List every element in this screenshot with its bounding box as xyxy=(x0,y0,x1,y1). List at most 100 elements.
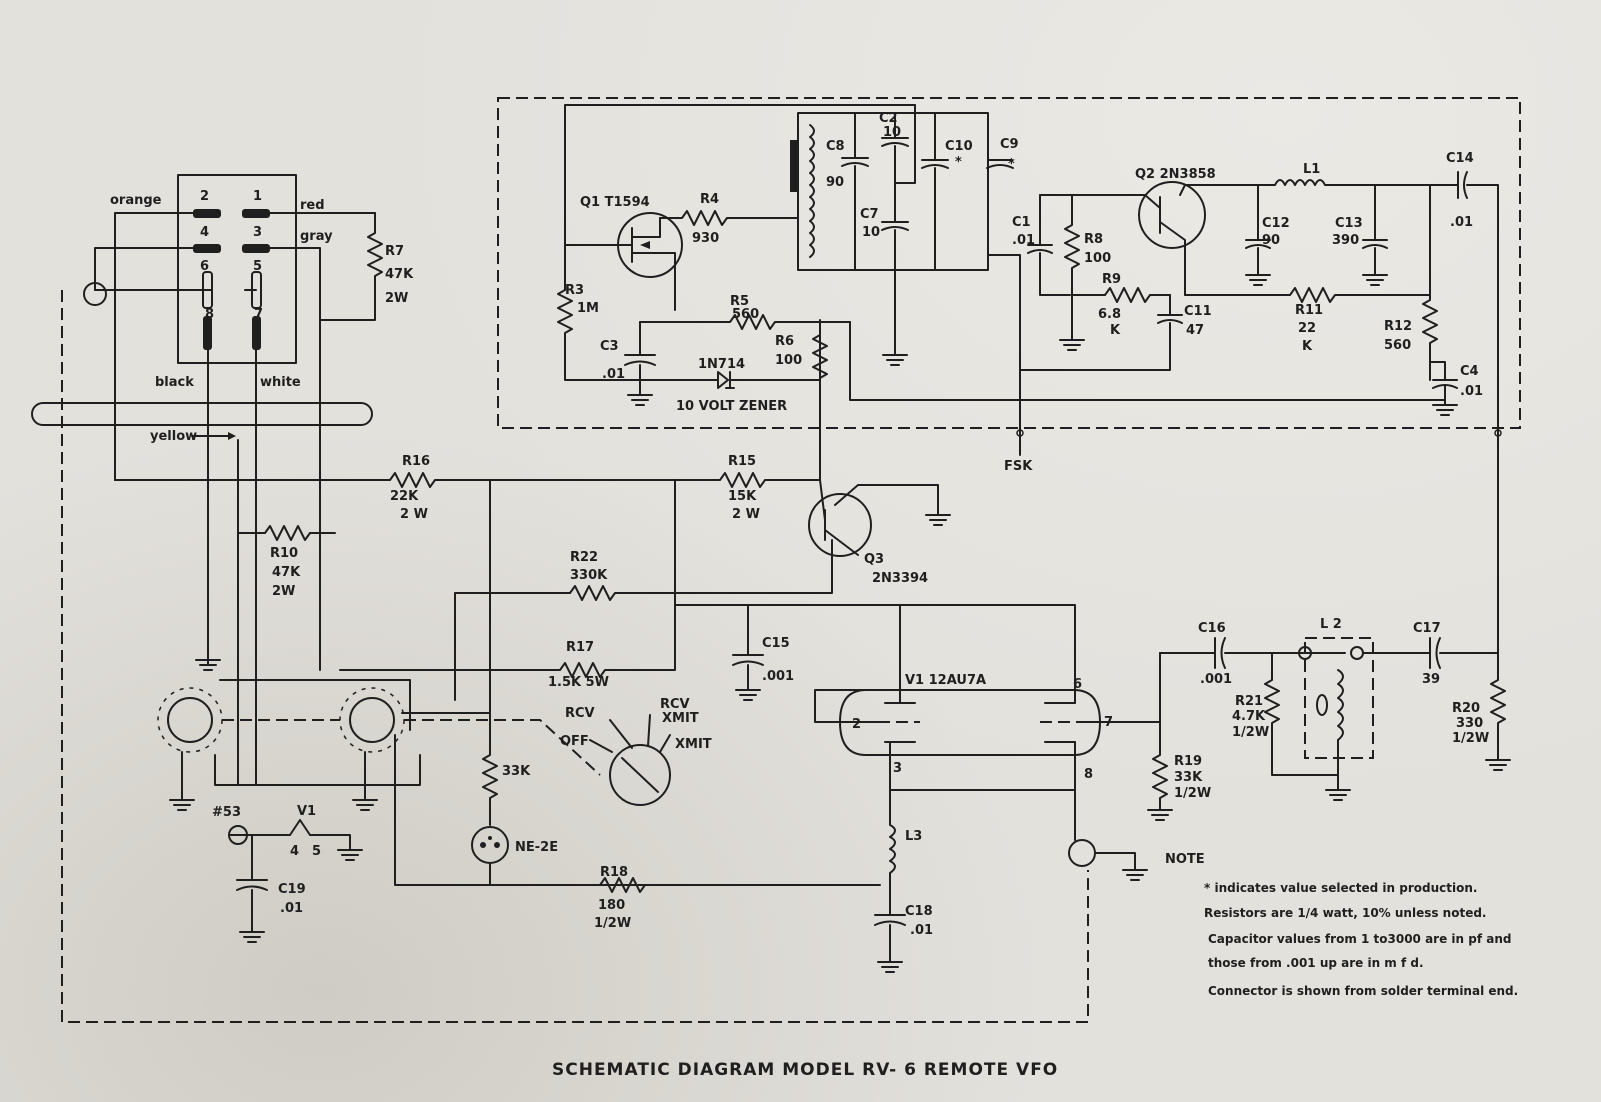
c3-label: C3 xyxy=(600,339,619,354)
c17-label: C17 xyxy=(1413,621,1441,636)
switch-off-label: OFF xyxy=(560,734,589,749)
wire-orange-label: orange xyxy=(110,193,162,208)
ne2e-lamp xyxy=(471,826,509,864)
note-line-1: * indicates value selected in production… xyxy=(1204,881,1477,895)
r19-power: 1/2W xyxy=(1174,786,1211,801)
c19-label: C19 xyxy=(278,882,306,897)
r9-label: R9 xyxy=(1102,272,1121,287)
fsk-label: FSK xyxy=(1004,459,1033,474)
r6-label: R6 xyxy=(775,334,794,349)
chassis-connector-ring xyxy=(83,282,107,306)
r10-label: R10 xyxy=(270,546,298,561)
v1-tube-label: V1 12AU7A xyxy=(905,673,986,688)
r20-value: 330 xyxy=(1456,716,1483,731)
chassis-enclosure xyxy=(61,290,1089,1023)
r10-power: 2W xyxy=(272,584,295,599)
r10-value: 47K xyxy=(272,565,301,580)
q2-label: Q2 2N3858 xyxy=(1135,167,1216,182)
l2-transformer xyxy=(1298,637,1374,801)
pin-6-label: 6 xyxy=(200,259,209,274)
svg-text:*: * xyxy=(1008,157,1015,172)
pin-3-label: 3 xyxy=(253,225,262,240)
c13-value: 390 xyxy=(1332,233,1359,248)
d1-label: 1N714 xyxy=(698,357,745,372)
wire-yellow-label: yellow xyxy=(150,429,197,444)
c2-value: 10 xyxy=(883,125,901,140)
r16-value: 22K xyxy=(390,489,419,504)
diagram-title: SCHEMATIC DIAGRAM MODEL RV- 6 REMOTE VFO xyxy=(552,1060,1058,1080)
notes-block: * indicates value selected in production… xyxy=(1204,881,1518,998)
r12-label: R12 xyxy=(1384,319,1412,334)
note-line-5: Connector is shown from solder terminal … xyxy=(1208,984,1518,998)
r22-label: R22 xyxy=(570,550,598,565)
r7-value: 47K xyxy=(385,267,414,282)
r4-label: R4 xyxy=(700,192,719,207)
r18-label: R18 xyxy=(600,865,628,880)
c11-label: C11 xyxy=(1184,304,1212,319)
c7-value: 10 xyxy=(862,225,880,240)
c14-label: C14 xyxy=(1446,151,1474,166)
c1-value: .01 xyxy=(1012,233,1035,248)
wire-red-label: red xyxy=(300,198,325,213)
l2-label: L 2 xyxy=(1320,617,1342,632)
c18-value: .01 xyxy=(910,923,933,938)
pin-5-label: 5 xyxy=(253,259,262,274)
r11-label: R11 xyxy=(1295,303,1323,318)
wire-black-label: black xyxy=(155,375,194,390)
function-switch[interactable] xyxy=(589,714,671,806)
filament-pin-4: 4 xyxy=(290,844,299,859)
c9-label: C9 xyxy=(1000,137,1019,152)
r15-label: R15 xyxy=(728,454,756,469)
c12-label: C12 xyxy=(1262,216,1290,231)
c8-label: C8 xyxy=(826,139,845,154)
output-jack xyxy=(1068,839,1096,867)
q3-transistor xyxy=(808,479,951,557)
svg-text:*: * xyxy=(955,155,962,170)
q3-label: Q3 xyxy=(864,552,884,567)
lamp-53-label: #53 xyxy=(212,805,241,820)
ne2e-label: NE-2E xyxy=(515,840,558,855)
r33k-value: 33K xyxy=(502,764,531,779)
q1-label: Q1 T1594 xyxy=(580,195,650,210)
c12-value: 90 xyxy=(1262,233,1280,248)
c15-label: C15 xyxy=(762,636,790,651)
c4-label: C4 xyxy=(1460,364,1479,379)
r12-value: 560 xyxy=(1384,338,1411,353)
c15-value: .001 xyxy=(762,669,794,684)
r9-unit: K xyxy=(1110,323,1121,338)
note-line-4: those from .001 up are in m f d. xyxy=(1208,956,1424,970)
cable-bundle xyxy=(31,402,373,426)
r9-value: 6.8 xyxy=(1098,307,1121,322)
r19-value: 33K xyxy=(1174,770,1203,785)
note-line-3: Capacitor values from 1 to3000 are in pf… xyxy=(1208,932,1511,946)
tube-pin-7: 7 xyxy=(1104,715,1113,730)
switch-wafer-left xyxy=(157,687,223,753)
r7-power: 2W xyxy=(385,291,408,306)
r6-value: 100 xyxy=(775,353,802,368)
oscillator-enclosure xyxy=(497,97,1521,429)
tube-pin-2: 2 xyxy=(852,717,861,732)
switch-rcv-xmit-label-2: XMIT xyxy=(662,711,699,726)
r17-label: R17 xyxy=(566,640,594,655)
filament-pin-5: 5 xyxy=(312,844,321,859)
wire-gray-label: gray xyxy=(300,229,333,244)
r19-label: R19 xyxy=(1174,754,1202,769)
r5-label: R5 xyxy=(730,294,749,309)
c16-value: .001 xyxy=(1200,672,1232,687)
r22-value: 330K xyxy=(570,568,608,583)
c18-label: C18 xyxy=(905,904,933,919)
r8-label: R8 xyxy=(1084,232,1103,247)
c2-label: C2 xyxy=(879,111,898,126)
c4-value: .01 xyxy=(1460,384,1483,399)
c10-label: C10 xyxy=(945,139,973,154)
r15-power: 2 W xyxy=(732,507,760,522)
r20-power: 1/2W xyxy=(1452,731,1489,746)
pin-4-label: 4 xyxy=(200,225,209,240)
r16-power: 2 W xyxy=(400,507,428,522)
wire-white-label: white xyxy=(260,375,301,390)
pin-8-label: 8 xyxy=(205,307,214,322)
note-line-2: Resistors are 1/4 watt, 10% unless noted… xyxy=(1204,906,1487,920)
q1-fet xyxy=(564,212,683,311)
